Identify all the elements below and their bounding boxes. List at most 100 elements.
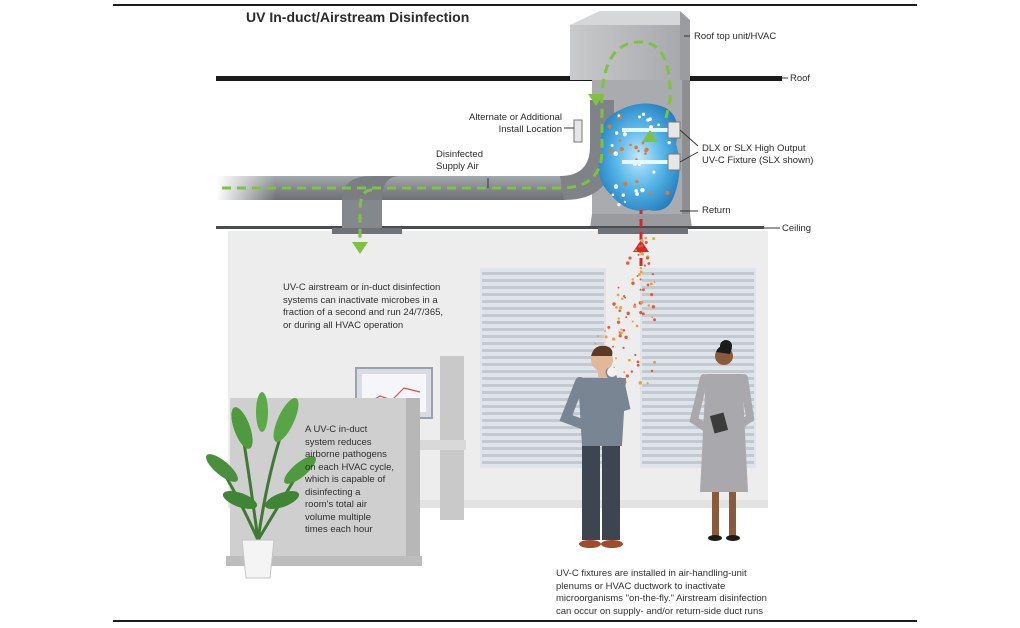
diagram-title: UV In-duct/Airstream Disinfection bbox=[246, 9, 470, 25]
airborne-droplet bbox=[594, 342, 597, 345]
clean-air-path bbox=[222, 40, 672, 190]
airborne-droplet bbox=[653, 281, 656, 284]
airborne-droplet bbox=[634, 249, 638, 252]
uv-particle bbox=[617, 202, 621, 207]
airborne-droplet bbox=[615, 306, 618, 309]
paragraph-cubicle: A UV-C in-duct system reduces airborne p… bbox=[305, 424, 405, 537]
blind-slat bbox=[482, 328, 604, 331]
airborne-droplet bbox=[618, 309, 621, 312]
blind-slat bbox=[642, 335, 754, 338]
potted-plant bbox=[206, 392, 316, 579]
leader-fixture-lower bbox=[679, 151, 699, 163]
airborne-droplet bbox=[640, 239, 643, 242]
uv-particle bbox=[657, 123, 660, 127]
airborne-droplet bbox=[617, 286, 620, 289]
airborne-droplet bbox=[646, 256, 649, 260]
blind-slat bbox=[642, 426, 754, 429]
airborne-droplet bbox=[638, 381, 643, 385]
blind-slat bbox=[642, 447, 754, 450]
blind-slat bbox=[642, 384, 754, 387]
blind-slat bbox=[642, 286, 754, 289]
airborne-droplet bbox=[639, 270, 643, 274]
blind-slat bbox=[482, 314, 604, 317]
blind-slat bbox=[482, 349, 604, 352]
return-grille bbox=[598, 228, 688, 234]
uv-particle bbox=[611, 193, 615, 197]
blind-slat bbox=[642, 440, 754, 443]
uv-particle bbox=[617, 114, 621, 117]
airborne-droplet bbox=[640, 244, 643, 247]
blind-slat bbox=[482, 272, 604, 275]
airborne-droplet bbox=[642, 288, 645, 292]
blind-slat bbox=[642, 433, 754, 436]
airborne-droplet bbox=[607, 325, 611, 329]
blind-slat bbox=[642, 349, 754, 352]
cubicle-line: disinfecting a bbox=[305, 486, 361, 498]
alternate-install-bracket bbox=[573, 119, 583, 143]
airborne-droplet bbox=[622, 328, 626, 332]
blind-slat bbox=[482, 356, 604, 359]
blind-slat bbox=[642, 363, 754, 366]
blind-slat bbox=[642, 377, 754, 380]
fixtures-line: microorganisms "on-the-fly." Airstream d… bbox=[556, 593, 767, 604]
uv-particle bbox=[635, 192, 640, 196]
uv-particle bbox=[665, 190, 670, 195]
airborne-droplet bbox=[624, 335, 628, 340]
airborne-droplet bbox=[651, 316, 654, 319]
cubicle-line: which is capable of bbox=[305, 474, 386, 485]
label-fixture-line1: DLX or SLX High Output bbox=[702, 143, 806, 154]
airborne-droplet bbox=[625, 316, 628, 319]
uv-particle bbox=[614, 131, 619, 135]
blind-slat bbox=[642, 370, 754, 373]
fixtures-line: UV-C fixtures are installed in air-handl… bbox=[556, 568, 747, 579]
airborne-droplet bbox=[641, 312, 645, 316]
blind-slat bbox=[482, 440, 604, 443]
airborne-droplet bbox=[653, 318, 657, 322]
label-alternate-line2: Install Location bbox=[498, 124, 562, 135]
blind-slat bbox=[482, 461, 604, 464]
clean-air-arrow-uv bbox=[588, 94, 604, 106]
airborne-droplet bbox=[612, 302, 616, 306]
label-ceiling: Ceiling bbox=[782, 223, 812, 234]
airborne-droplet bbox=[623, 371, 626, 374]
airborne-droplet bbox=[625, 374, 629, 378]
airborne-droplet bbox=[646, 382, 649, 385]
paragraph-airstream: UV-C airstream or in-duct disinfection s… bbox=[283, 282, 473, 332]
uv-particles bbox=[607, 112, 671, 207]
uv-particle bbox=[646, 118, 650, 122]
airborne-droplet bbox=[640, 300, 644, 304]
blind-slat bbox=[642, 461, 754, 464]
airborne-droplet bbox=[604, 329, 607, 332]
uv-particle bbox=[609, 148, 614, 153]
blind-slat bbox=[642, 279, 754, 282]
airborne-droplet bbox=[596, 335, 599, 338]
airborne-droplet bbox=[647, 304, 651, 307]
blind-slat bbox=[642, 293, 754, 296]
uv-particle bbox=[649, 124, 653, 129]
airborne-droplet bbox=[604, 335, 608, 339]
uv-particle bbox=[634, 189, 638, 193]
blind-slat bbox=[482, 342, 604, 345]
label-alternate-line1: Alternate or Additional bbox=[469, 112, 562, 123]
airborne-droplet bbox=[612, 337, 616, 341]
top-rule bbox=[113, 4, 917, 6]
blind-slat bbox=[642, 307, 754, 310]
uv-particle bbox=[622, 132, 627, 137]
roof-line bbox=[216, 76, 782, 81]
uv-particle bbox=[667, 140, 671, 145]
blind-slat bbox=[642, 328, 754, 331]
blind-slat bbox=[482, 335, 604, 338]
blind-slat bbox=[642, 454, 754, 457]
room-floor bbox=[228, 500, 768, 508]
airborne-droplet bbox=[616, 320, 621, 324]
airborne-droplet bbox=[615, 357, 617, 360]
airborne-droplet bbox=[617, 317, 620, 320]
uv-particle bbox=[610, 143, 614, 147]
ceiling-line bbox=[216, 226, 764, 229]
clean-air-arrow-down bbox=[352, 242, 368, 254]
cubicle-line: system reduces bbox=[305, 436, 372, 448]
blind-slat bbox=[482, 419, 604, 422]
blind-slat bbox=[482, 398, 604, 401]
cubicle-line: A UV-C in-duct bbox=[305, 424, 368, 435]
